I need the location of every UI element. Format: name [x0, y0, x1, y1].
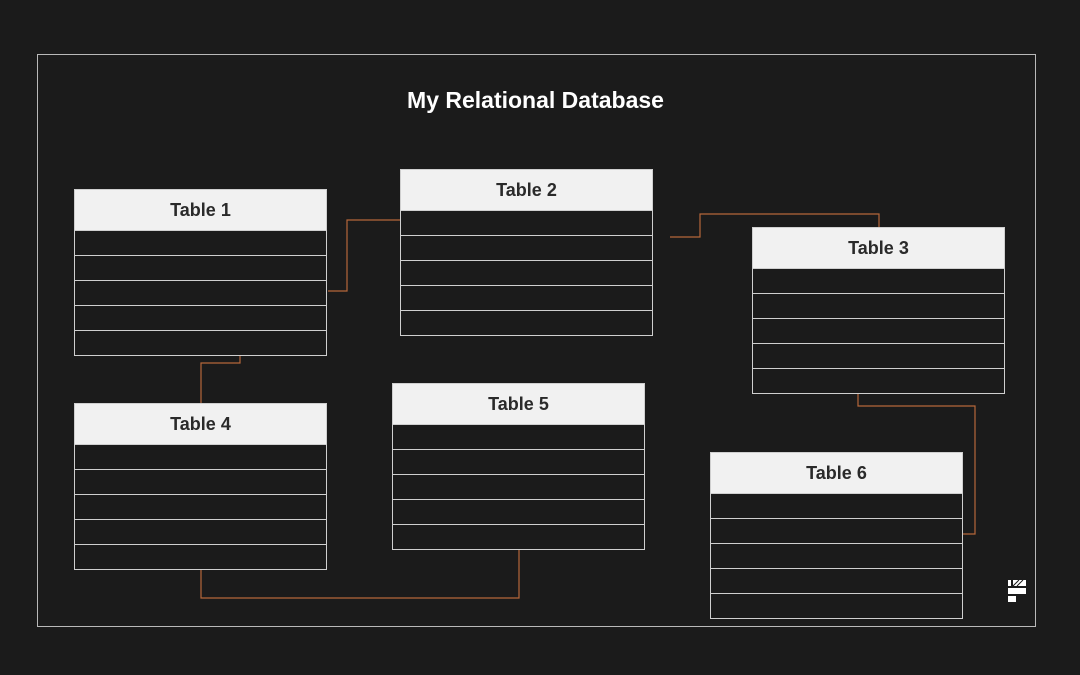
table-row — [75, 519, 326, 544]
table-row — [75, 444, 326, 469]
table-2-header: Table 2 — [401, 170, 652, 210]
table-row — [401, 235, 652, 260]
table-row — [75, 230, 326, 255]
table-row — [401, 260, 652, 285]
table-row — [711, 518, 962, 543]
table-row — [75, 305, 326, 330]
table-row — [75, 494, 326, 519]
connector-table4-table5 — [200, 547, 520, 599]
table-4[interactable]: Table 4 — [74, 403, 327, 570]
diagram-frame — [37, 54, 1036, 627]
table-row — [753, 293, 1004, 318]
table-5[interactable]: Table 5 — [392, 383, 645, 550]
table-row — [711, 493, 962, 518]
table-1-header: Table 1 — [75, 190, 326, 230]
table-row — [753, 268, 1004, 293]
connector-table1-table2 — [328, 219, 400, 292]
table-6-header: Table 6 — [711, 453, 962, 493]
table-row — [401, 285, 652, 310]
table-row — [753, 368, 1004, 393]
connector-table1-table4 — [200, 356, 241, 403]
table-row — [711, 593, 962, 618]
table-row — [75, 544, 326, 569]
table-6[interactable]: Table 6 — [710, 452, 963, 619]
table-row — [393, 524, 644, 549]
table-3[interactable]: Table 3 — [752, 227, 1005, 394]
table-row — [393, 499, 644, 524]
table-2[interactable]: Table 2 — [400, 169, 653, 336]
table-5-header: Table 5 — [393, 384, 644, 424]
table-row — [711, 568, 962, 593]
table-row — [393, 474, 644, 499]
diagram-title: My Relational Database — [407, 87, 664, 113]
connector-table3-table6 — [857, 384, 976, 535]
table-row — [753, 318, 1004, 343]
table-row — [401, 310, 652, 335]
table-row — [75, 255, 326, 280]
table-row — [401, 210, 652, 235]
table-row — [753, 343, 1004, 368]
table-row — [393, 449, 644, 474]
brand-logo-icon — [1008, 580, 1026, 602]
table-4-header: Table 4 — [75, 404, 326, 444]
table-1[interactable]: Table 1 — [74, 189, 327, 356]
connector-table2-table3 — [670, 213, 880, 238]
table-3-header: Table 3 — [753, 228, 1004, 268]
table-row — [393, 424, 644, 449]
table-row — [75, 280, 326, 305]
table-row — [75, 469, 326, 494]
table-row — [711, 543, 962, 568]
table-row — [75, 330, 326, 355]
